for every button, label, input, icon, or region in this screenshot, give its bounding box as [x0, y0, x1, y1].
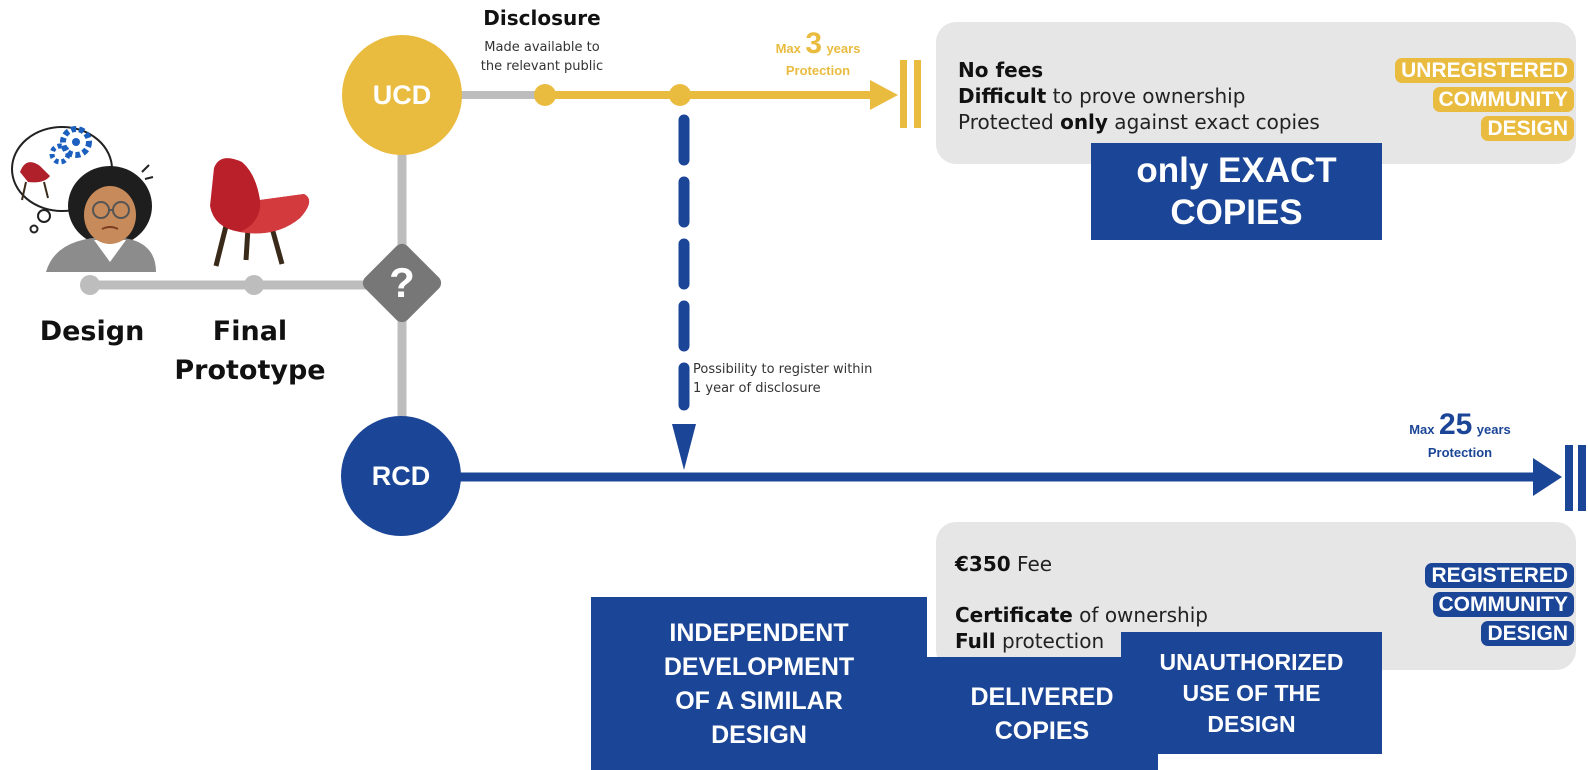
designer-illustration-icon — [11, 126, 156, 272]
ucd-ownership-rest: to prove ownership — [1046, 84, 1246, 108]
rcd-node: RCD — [341, 416, 461, 536]
register-arrow-head — [672, 424, 696, 470]
rcd-certificate-rest: of ownership — [1072, 603, 1208, 627]
ucd-tag-group: UNREGISTERED COMMUNITY DESIGN — [1395, 58, 1574, 145]
ucd-tag-community: COMMUNITY — [1432, 87, 1574, 112]
delivered-line1: DELIVERED — [970, 682, 1114, 711]
prototype-node-dot — [244, 275, 264, 295]
delivered-copies-callout: DELIVERED COPIES — [926, 657, 1158, 770]
rcd-tag-group: REGISTERED COMMUNITY DESIGN — [1425, 563, 1574, 650]
ucd-no-fees: No fees — [958, 58, 1043, 82]
ucd-max-unit: years — [826, 41, 861, 56]
disclosure-line1: Made available to — [484, 40, 600, 55]
register-start-dot — [669, 84, 691, 106]
rcd-duration-label: Max 25 years Protection — [1394, 410, 1526, 461]
rcd-tag-registered: REGISTERED — [1425, 563, 1574, 588]
disclosure-title: Disclosure — [483, 6, 601, 30]
ucd-scope-pre: Protected — [958, 110, 1061, 134]
independent-line2: DEVELOPMENT — [663, 652, 855, 681]
delivered-line2: COPIES — [994, 716, 1090, 745]
ucd-arrow-head — [870, 80, 898, 110]
unauthorized-line2: USE OF THE — [1182, 679, 1321, 706]
ucd-ownership: Difficult to prove ownership — [958, 84, 1245, 108]
ucd-no-fees-text: No fees — [958, 58, 1044, 82]
register-note: Possibility to register within 1 year of… — [693, 360, 913, 398]
ucd-node-label: UCD — [372, 79, 432, 110]
ucd-duration-label: Max 3 years Protection — [756, 27, 880, 79]
independent-line1: INDEPENDENT — [669, 618, 849, 647]
ucd-scope-post: against exact copies — [1107, 110, 1320, 134]
rcd-end-bar-2 — [1578, 445, 1586, 511]
design-node-dot — [80, 275, 100, 295]
rcd-arrow-head — [1533, 458, 1562, 496]
register-note-line1: Possibility to register within — [693, 362, 873, 377]
rcd-certificate: Certificate of ownership — [955, 603, 1208, 627]
rcd-tag-design: DESIGN — [1481, 621, 1574, 646]
ucd-end-bar-2 — [914, 60, 921, 128]
ucd-tag-unregistered: UNREGISTERED — [1395, 58, 1574, 83]
ucd-max-text: Max — [775, 41, 801, 56]
ucd-node: UCD — [342, 35, 462, 155]
unauthorized-line1: UNAUTHORIZED — [1159, 648, 1344, 675]
rcd-node-label: RCD — [371, 460, 431, 491]
ucd-protection-scope: Protected only against exact copies — [958, 110, 1320, 134]
rcd-fee-bold: €350 — [955, 552, 1011, 576]
rcd-fee-rest: Fee — [1010, 552, 1053, 576]
rcd-max-unit: years — [1476, 422, 1511, 437]
ucd-tag-design: DESIGN — [1481, 116, 1574, 141]
unauthorized-use-callout: UNAUTHORIZED USE OF THE DESIGN — [1121, 632, 1382, 754]
rcd-fee: €350 Fee — [955, 552, 1052, 576]
rcd-full-rest: protection — [995, 629, 1105, 653]
prototype-label: Final Prototype — [160, 312, 340, 390]
prototype-label-line2: Prototype — [174, 355, 326, 386]
disclosure-line2: the relevant public — [480, 59, 604, 74]
exact-copies-line2: COPIES — [1170, 192, 1303, 232]
rcd-full-bold: Full — [955, 629, 996, 653]
ucd-max-number: 3 — [805, 27, 822, 60]
independent-line4: DESIGN — [711, 720, 807, 749]
ucd-protection-text: Protection — [785, 63, 851, 78]
rcd-max-text: Max — [1409, 422, 1435, 437]
decision-question-mark: ? — [389, 259, 415, 306]
rcd-end-bar-1 — [1565, 445, 1573, 511]
rcd-tag-community: COMMUNITY — [1432, 592, 1574, 617]
rcd-protection-text: Protection — [1427, 445, 1493, 460]
rcd-full-protection: Full protection — [955, 629, 1104, 653]
ucd-ownership-bold: Difficult — [958, 84, 1047, 108]
disclosure-dot — [534, 84, 556, 106]
independent-development-callout: INDEPENDENT DEVELOPMENT OF A SIMILAR DES… — [591, 597, 927, 770]
ucd-end-bar-1 — [900, 60, 907, 128]
chair-prototype-icon — [210, 158, 310, 267]
exact-copies-line1: only EXACT — [1136, 150, 1337, 190]
rcd-certificate-bold: Certificate — [955, 603, 1073, 627]
disclosure-description: Made available to the relevant public — [462, 38, 622, 76]
unauthorized-line3: DESIGN — [1207, 710, 1296, 737]
exact-copies-callout: only EXACT COPIES — [1091, 143, 1382, 240]
design-label: Design — [39, 316, 145, 347]
rcd-max-number: 25 — [1438, 408, 1473, 441]
register-note-line2: 1 year of disclosure — [693, 381, 821, 396]
prototype-label-line1: Final — [212, 316, 288, 347]
independent-line3: OF A SIMILAR — [675, 686, 843, 715]
ucd-scope-bold: only — [1060, 110, 1108, 134]
